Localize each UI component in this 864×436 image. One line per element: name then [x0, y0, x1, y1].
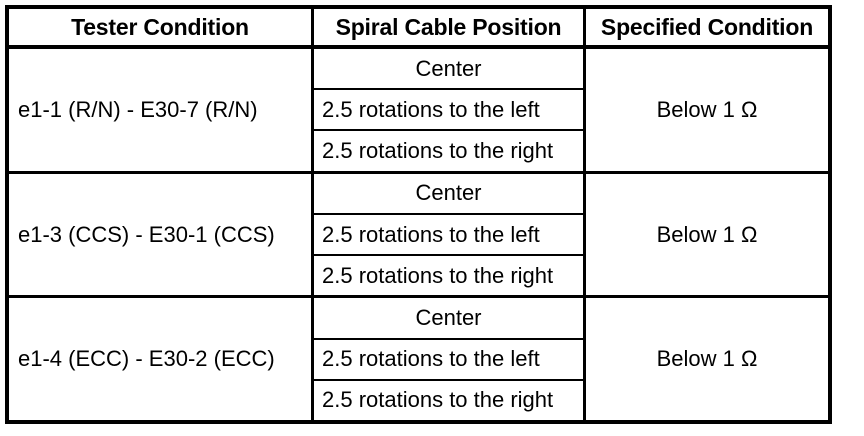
spiral-cable-position-value: 2.5 rotations to the left: [314, 90, 583, 132]
spiral-cable-position-value: 2.5 rotations to the right: [322, 262, 554, 288]
table-body: e1-1 (R/N) - E30-7 (R/N) Center 2.5 rota…: [9, 49, 828, 421]
table-row: e1-1 (R/N) - E30-7 (R/N) Center 2.5 rota…: [9, 49, 828, 174]
table-row: e1-3 (CCS) - E30-1 (CCS) Center 2.5 rota…: [9, 173, 828, 299]
column-header-specified-condition: Specified Condition: [583, 9, 828, 45]
specified-condition-value: Below 1 Ω: [583, 173, 828, 296]
spiral-cable-position-value: 2.5 rotations to the right: [322, 138, 554, 164]
table-row: e1-4 (ECC) - E30-2 (ECC) Center 2.5 rota…: [9, 298, 828, 421]
column-header-tester-condition: Tester Condition: [71, 13, 249, 40]
spiral-cable-position-value: Center: [314, 174, 583, 215]
spiral-cable-position-value: Center: [314, 298, 583, 340]
spiral-cable-position-value: 2.5 rotations to the left: [314, 215, 583, 257]
spiral-cable-position-group: Center 2.5 rotations to the left 2.5 rot…: [311, 173, 583, 296]
tester-condition-value: e1-3 (CCS) - E30-1 (CCS): [18, 221, 275, 247]
table-header-row: Tester Condition Spiral Cable Position S…: [9, 9, 828, 49]
spiral-cable-position-group: Center 2.5 rotations to the left 2.5 rot…: [311, 49, 583, 171]
spiral-cable-position-value: Center: [314, 49, 583, 91]
tester-condition-value: e1-4 (ECC) - E30-2 (ECC): [18, 346, 275, 372]
column-header-spiral-cable-position: Spiral Cable Position: [311, 9, 583, 45]
specified-condition-value: Below 1 Ω: [583, 49, 828, 171]
specified-condition-value: Below 1 Ω: [583, 298, 828, 421]
spiral-cable-position-value: 2.5 rotations to the left: [314, 340, 583, 381]
spiral-cable-position-group: Center 2.5 rotations to the left 2.5 rot…: [311, 298, 583, 421]
spiral-cable-position-value: 2.5 rotations to the right: [322, 387, 554, 413]
tester-condition-value: e1-1 (R/N) - E30-7 (R/N): [18, 96, 258, 122]
inspection-spec-table: Tester Condition Spiral Cable Position S…: [5, 5, 832, 424]
